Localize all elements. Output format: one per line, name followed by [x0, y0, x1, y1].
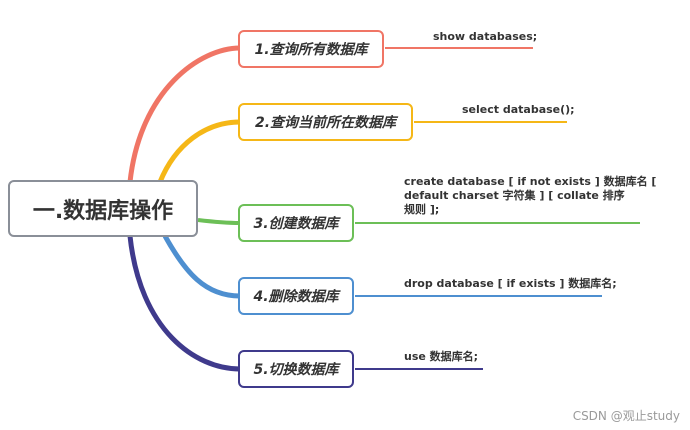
- topic-drop-database: 4.删除数据库: [238, 277, 354, 315]
- branch-curve-2: [157, 119, 241, 183]
- topic-create-database: 3.创建数据库: [238, 204, 354, 242]
- note-drop-database: drop database [ if exists ] 数据库名;: [404, 277, 617, 290]
- note-use-database: use 数据库名;: [404, 350, 479, 363]
- branch-curve-3: [197, 218, 241, 225]
- root-topic: 一.数据库操作: [8, 180, 198, 237]
- topic-list-databases: 1.查询所有数据库: [238, 30, 384, 68]
- branch-curve-4: [162, 234, 241, 299]
- note-list-databases: show databases;: [433, 30, 538, 43]
- topic-current-database: 2.查询当前所在数据库: [238, 103, 413, 141]
- note-create-database: create database [ if not exists ] 数据库名 […: [404, 175, 656, 217]
- note-create-line-1: create database [ if not exists ] 数据库名 [: [404, 175, 657, 188]
- note-current-database: select database();: [462, 103, 575, 116]
- topic-use-database: 5.切换数据库: [238, 350, 354, 388]
- watermark: CSDN @观止study: [572, 409, 680, 423]
- note-create-line-3: 规则 ];: [404, 203, 440, 216]
- branch-curve-5: [127, 235, 241, 372]
- branch-curve-1: [127, 45, 241, 183]
- note-create-line-2: default charset 字符集 ] [ collate 排序: [404, 189, 625, 202]
